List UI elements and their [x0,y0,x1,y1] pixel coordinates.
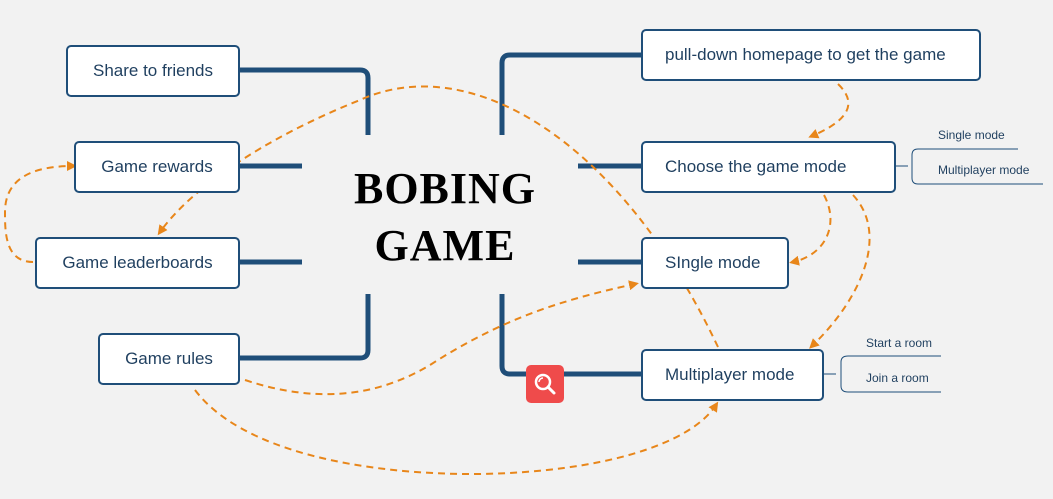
node-share-to-friends[interactable]: Share to friends [66,45,240,97]
sub-item-brackets [824,148,1043,393]
subitem-join-a-room[interactable]: Join a room [866,371,929,385]
arrow-rules-to-single [244,280,639,396]
arrow-leaderboards-to-rewards [3,161,77,263]
bracket-multi [840,355,849,393]
title-line-1: BOBING [353,164,537,213]
central-title: BOBING GAME [300,160,590,274]
arrow-rules-to-multi [194,389,719,476]
title-line-2: GAME [374,221,516,270]
arrow-choose-to-single [789,194,832,266]
node-game-leaderboards[interactable]: Game leaderboards [35,237,240,289]
subitem-multiplayer-mode[interactable]: Multiplayer mode [938,163,1030,177]
node-game-rules[interactable]: Game rules [98,333,240,385]
node-single-mode[interactable]: SIngle mode [641,237,789,289]
search-icon [534,373,556,395]
connector-rules [240,294,371,361]
connector-share [240,67,371,135]
flow-arrows [3,83,871,476]
node-multiplayer-mode[interactable]: Multiplayer mode [641,349,824,401]
search-button[interactable] [526,365,564,403]
arrow-choose-to-multi [809,194,871,349]
connector-pulldown [499,52,641,135]
node-game-rewards[interactable]: Game rewards [74,141,240,193]
subitem-start-a-room[interactable]: Start a room [866,336,933,350]
arrow-pulldown-to-choose [808,83,850,139]
bracket-choose [911,148,919,185]
connector-lines [240,52,641,377]
node-pulldown-homepage[interactable]: pull-down homepage to get the game [641,29,981,81]
arrow-multi-to-leaderboards [157,85,719,348]
subitem-single-mode[interactable]: Single mode [938,128,1005,142]
connector-multi [499,294,641,377]
node-choose-game-mode[interactable]: Choose the game mode [641,141,896,193]
